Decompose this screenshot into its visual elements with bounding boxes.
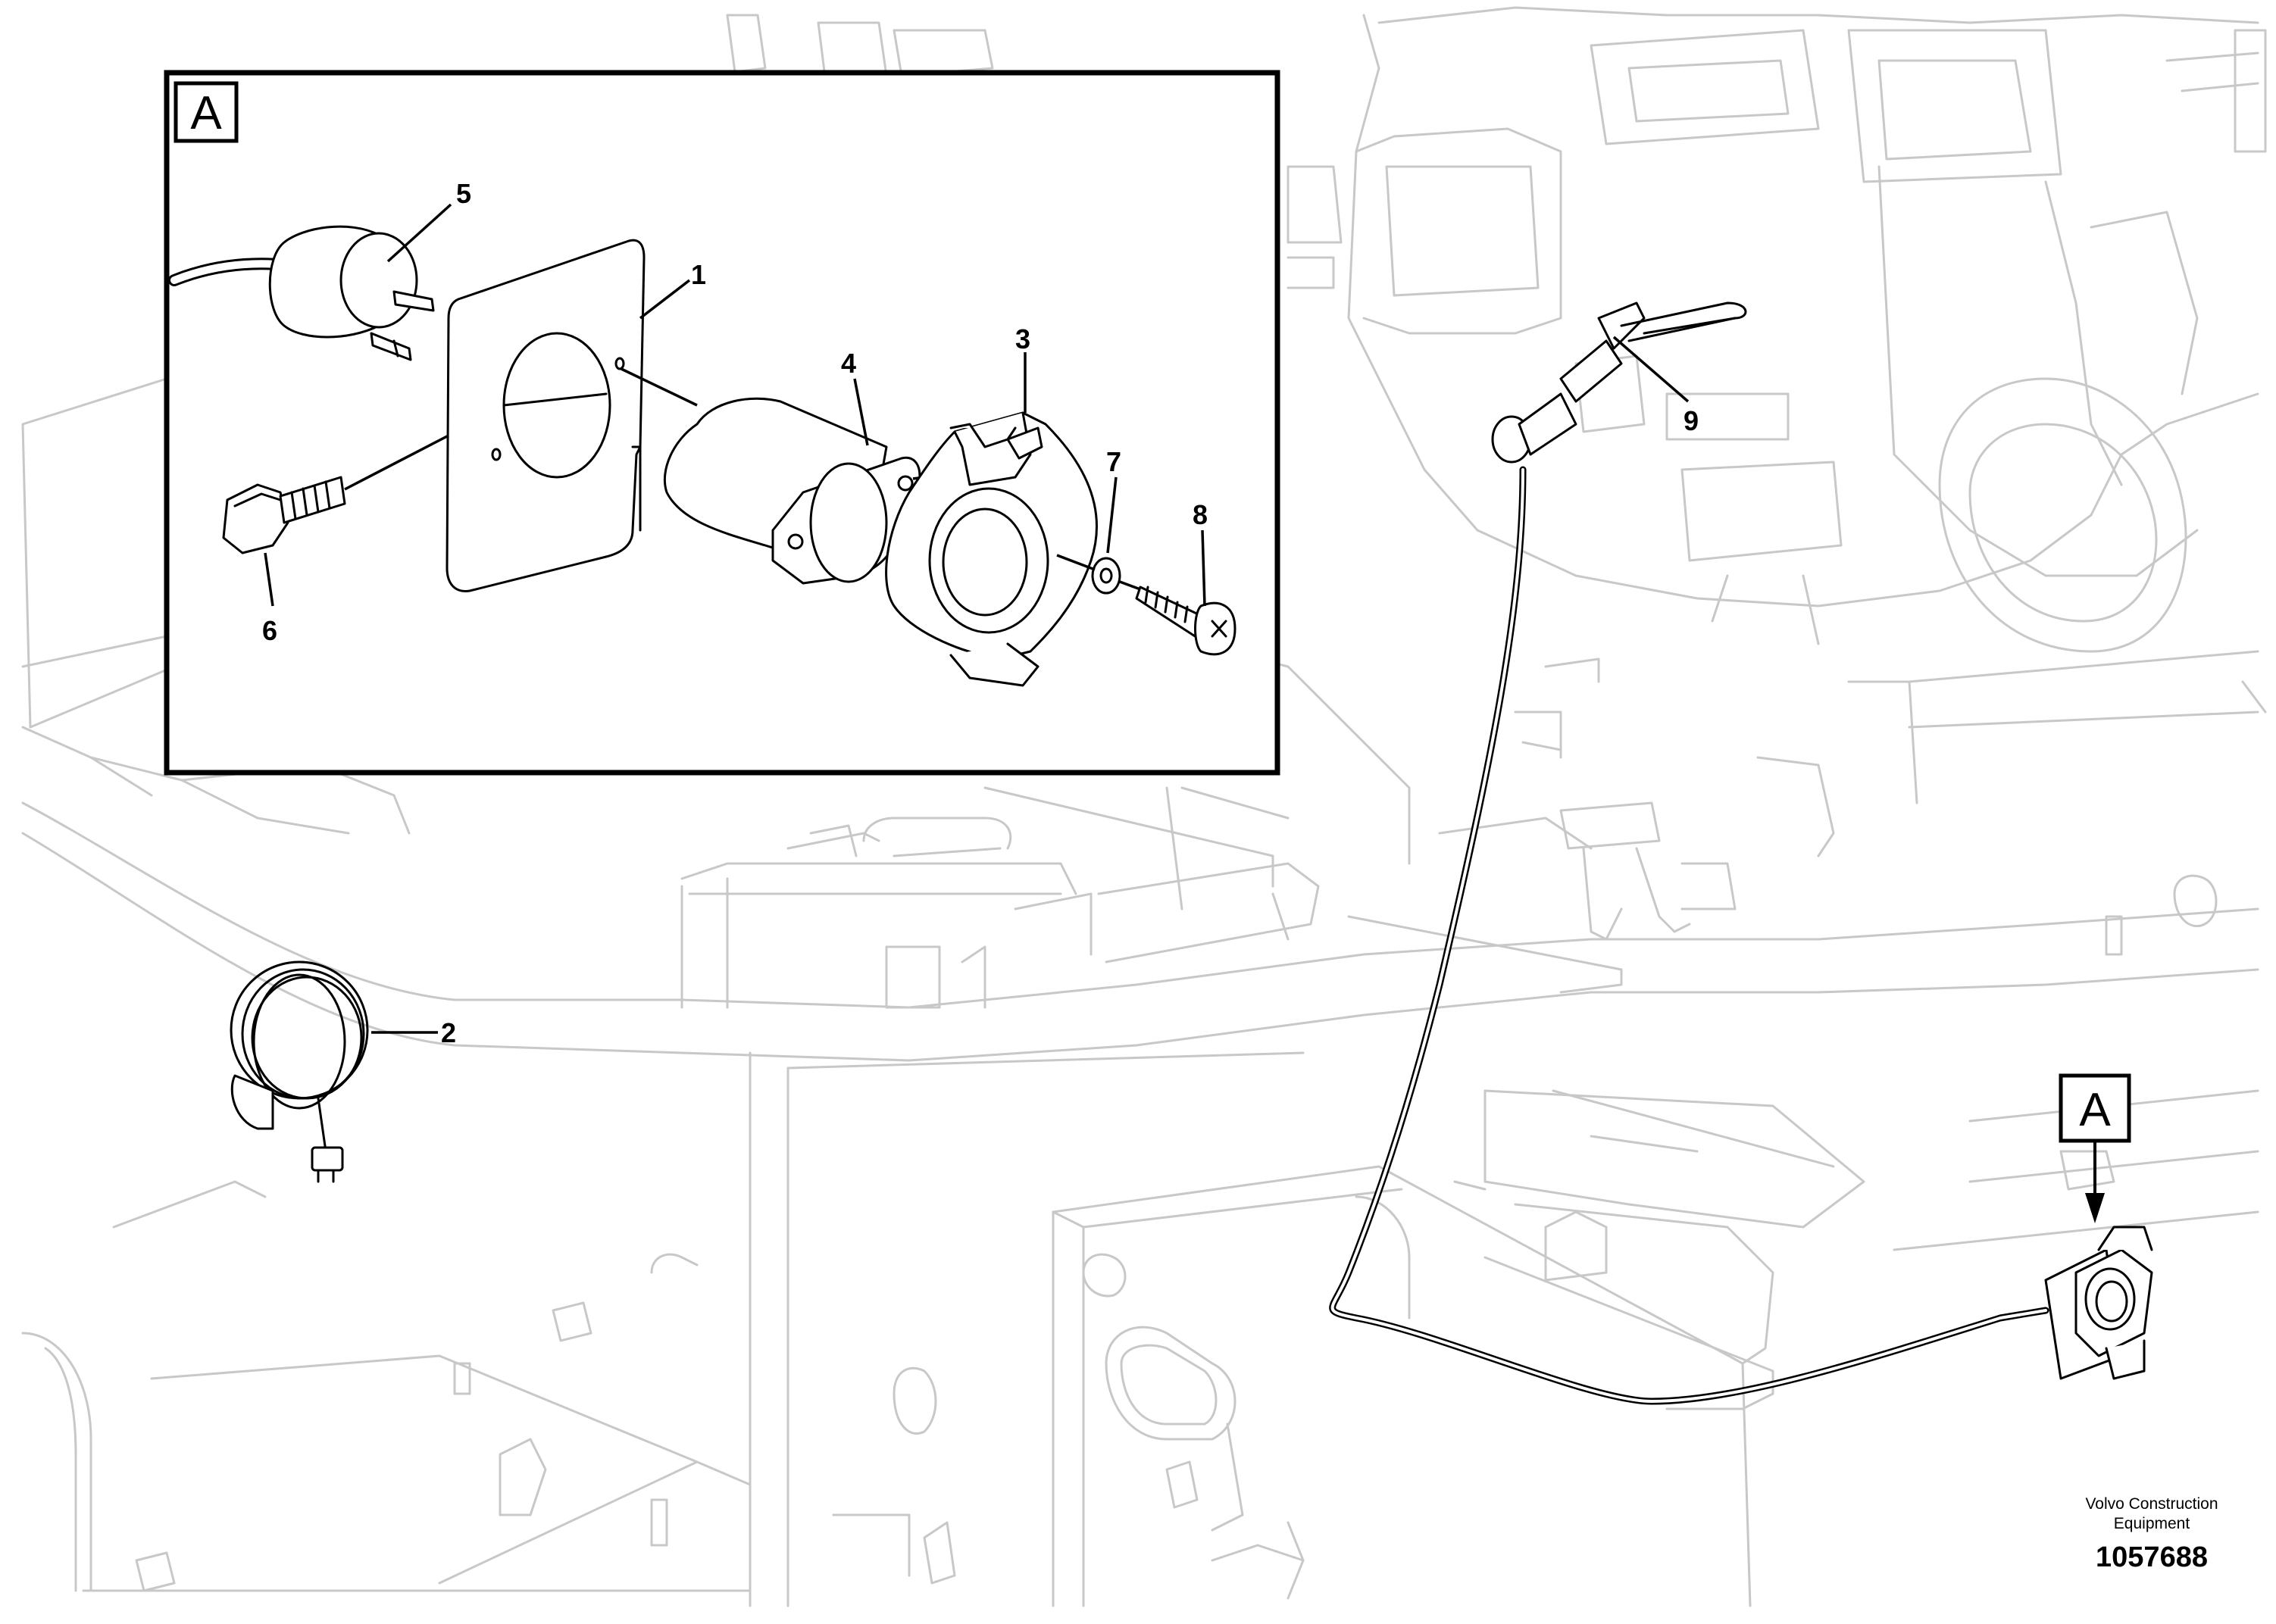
- callout-9: 9: [1684, 405, 1699, 436]
- callout-9-leader: [1612, 336, 1690, 403]
- part-3-socket: [885, 411, 1098, 687]
- callout-5: 5: [456, 178, 471, 209]
- credit-line-2: Equipment: [2114, 1515, 2190, 1532]
- callout-3: 3: [1015, 323, 1030, 354]
- detail-view-a: A 5 1 3 4 7 8 6: [164, 70, 1280, 776]
- callout-6: 6: [262, 615, 277, 646]
- detail-view-letter: A: [190, 87, 222, 139]
- part-1-mounting-plate: [446, 239, 646, 592]
- installed-socket-a: [2044, 1226, 2153, 1380]
- part-6-leader-to-plate: [344, 434, 449, 491]
- callout-2: 2: [441, 1017, 456, 1048]
- detail-view-letter-box: [174, 81, 239, 143]
- part-9-cable-harness: [1329, 301, 2049, 1405]
- part-7-washer: [1091, 557, 1121, 595]
- callout-7-leader: [1106, 476, 1118, 554]
- drawing-number: 1057688: [2096, 1541, 2208, 1573]
- callout-1: 1: [691, 259, 706, 290]
- detail-reference-marker-a: A: [2059, 1073, 2131, 1223]
- detail-reference-letter: A: [2079, 1084, 2111, 1136]
- callout-1-leader: [639, 279, 691, 320]
- callout-4-leader: [853, 378, 869, 446]
- callout-7: 7: [1106, 446, 1121, 477]
- part-7-leader-to-socket: [1056, 554, 1096, 571]
- part-5-plug: [168, 225, 435, 361]
- part-4-leader-to-plate: [621, 367, 698, 407]
- callout-4: 4: [841, 348, 856, 379]
- part-6-bolt: [222, 476, 346, 554]
- drawing-credit: Volvo Construction Equipment 1057688: [2085, 1495, 2218, 1573]
- callout-6-leader: [264, 552, 274, 607]
- part-8-screw: [1135, 586, 1236, 656]
- part-2-coiled-cable: [230, 960, 369, 1183]
- part-8-leader-to-washer: [1119, 580, 1141, 591]
- callout-8: 8: [1193, 499, 1208, 530]
- part-4-connector-body: [663, 397, 921, 585]
- callout-8-leader: [1201, 529, 1206, 607]
- credit-line-1: Volvo Construction: [2085, 1495, 2218, 1513]
- callout-5-leader: [386, 203, 452, 263]
